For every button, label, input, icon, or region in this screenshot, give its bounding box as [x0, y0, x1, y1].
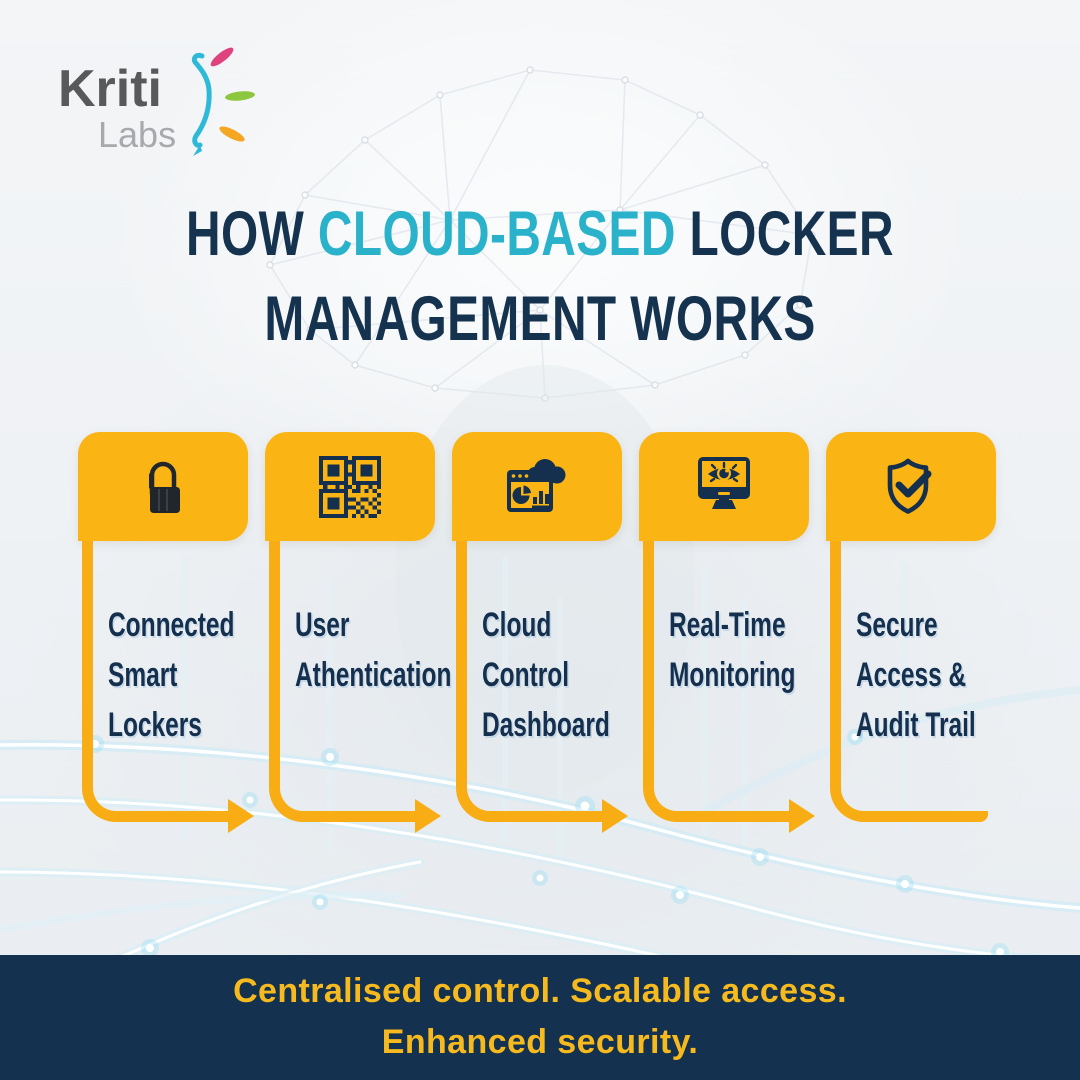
flow-connector-end	[830, 541, 988, 822]
step-icon-card	[639, 432, 809, 541]
step-connected-smart-lockers: Connected Smart Lockers	[78, 432, 254, 833]
cloud-dashboard-icon	[507, 458, 566, 512]
step-label-line: Athentication	[295, 656, 452, 694]
flow-connector	[82, 541, 228, 822]
arrow-right-icon	[228, 799, 254, 833]
eye-rays	[709, 461, 739, 482]
footer-banner: Centralised control. Scalable access. En…	[0, 955, 1080, 1080]
arrow-right-icon	[789, 799, 815, 833]
fiber-glow-dots	[86, 729, 1009, 961]
title-line-1: HOW CLOUD-BASED LOCKER	[130, 192, 951, 277]
logo-text-kriti: Kriti	[58, 60, 162, 118]
title-post: LOCKER	[675, 199, 894, 269]
flow-connector	[456, 541, 602, 822]
step-label: User Athentication	[295, 600, 451, 700]
step-label-line: Secure	[856, 606, 938, 644]
step-label-line: Dashboard	[482, 706, 610, 744]
cloud-mesh-nodes	[266, 66, 816, 402]
step-label-line: Monitoring	[669, 656, 796, 694]
arrow-right-icon	[415, 799, 441, 833]
footer-line-1: Centralised control. Scalable access.	[233, 972, 847, 1010]
step-icon-card	[826, 432, 996, 541]
step-icon-card	[265, 432, 435, 541]
monitor-eye-icon	[698, 456, 750, 509]
step-label: Cloud Control Dashboard	[482, 600, 610, 750]
step-label-line: Real-Time	[669, 606, 786, 644]
step-secure-access-audit-trail: Secure Access & Audit Trail	[826, 432, 996, 832]
arrow-right-icon	[602, 799, 628, 833]
title-line-2: MANAGEMENT WORKS	[264, 284, 816, 354]
step-label-line: Cloud	[482, 606, 552, 644]
step-label-line: User	[295, 606, 350, 644]
step-label-line: Access &	[856, 656, 967, 694]
qr-code-icon	[319, 455, 381, 518]
flow-connector	[269, 541, 415, 822]
kriti-labs-logo: Kriti Labs	[58, 47, 255, 156]
step-label-line: Control	[482, 656, 570, 694]
step-real-time-monitoring: Real-Time Monitoring	[639, 432, 815, 833]
logo-dash-green	[225, 91, 255, 101]
logo-swoosh	[191, 47, 255, 156]
flow-connector	[643, 541, 789, 822]
padlock-icon	[149, 461, 180, 513]
logo-dash-orange	[219, 126, 245, 142]
title-pre: HOW	[186, 199, 318, 269]
step-user-athentication: User Athentication	[265, 432, 451, 833]
step-label: Connected Smart Lockers	[108, 600, 234, 750]
step-label: Real-Time Monitoring	[669, 600, 795, 700]
step-label-line: Lockers	[108, 706, 202, 744]
step-label-line: Smart	[108, 656, 178, 694]
title-highlight: CLOUD-BASED	[317, 199, 676, 269]
shield-check-icon	[887, 458, 932, 514]
step-icon-card	[78, 432, 248, 541]
page-title: HOW CLOUD-BASED LOCKER MANAGEMENT WORKS	[0, 192, 1080, 362]
step-cloud-control-dashboard: Cloud Control Dashboard	[452, 432, 628, 833]
step-icon-card	[452, 432, 622, 541]
footer-line-2: Enhanced security.	[381, 1023, 699, 1061]
logo-text-labs: Labs	[98, 114, 176, 155]
step-label-line: Audit Trail	[856, 706, 976, 744]
step-label: Secure Access & Audit Trail	[856, 600, 976, 750]
step-label-line: Connected	[108, 606, 235, 644]
logo-dash-pink	[210, 47, 234, 67]
